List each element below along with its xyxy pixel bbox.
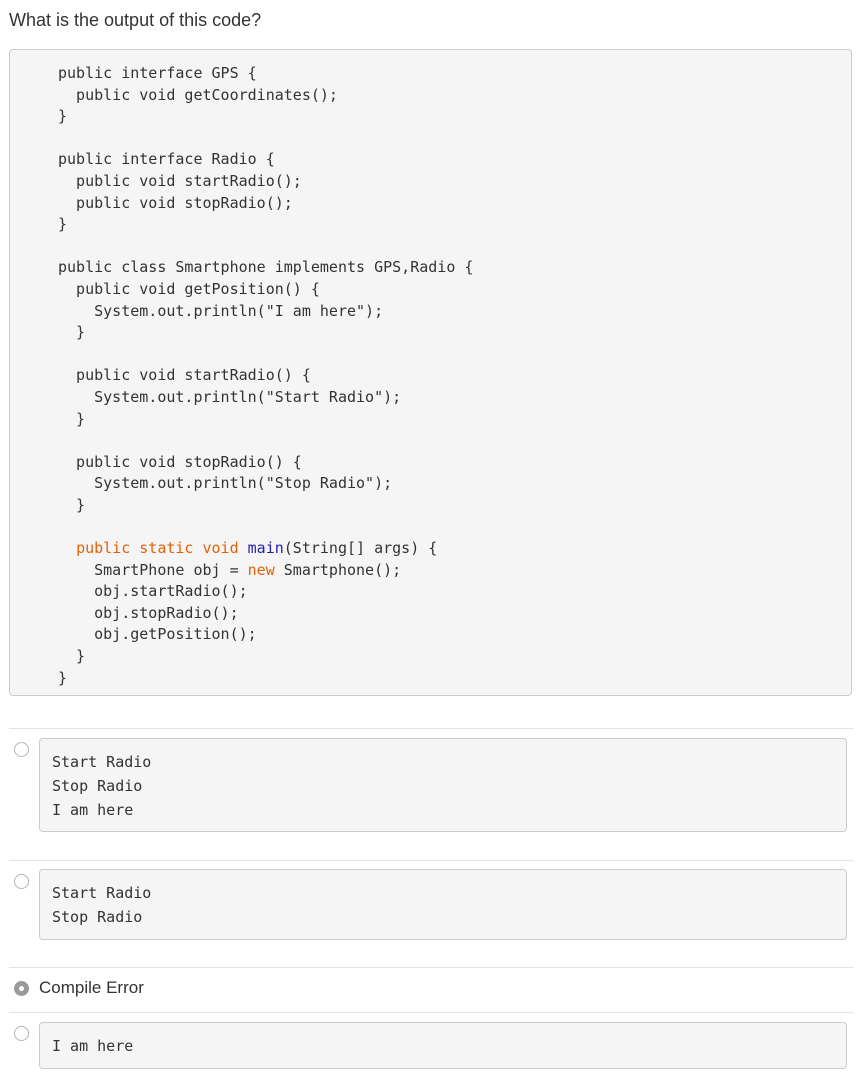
option-4-box[interactable]: I am here bbox=[39, 1022, 847, 1069]
option-3-label[interactable]: Compile Error bbox=[39, 978, 144, 997]
option-divider bbox=[9, 1012, 854, 1013]
code-line: obj.startRadio(); bbox=[58, 582, 248, 601]
code-line: System.out.println("I am here"); bbox=[58, 301, 384, 320]
code-block: public interface GPS { public void getCo… bbox=[9, 49, 852, 696]
option-divider bbox=[9, 728, 854, 729]
option-line: Start Radio bbox=[52, 884, 152, 902]
code-line: } bbox=[58, 495, 86, 514]
option-line: I am here bbox=[52, 1037, 134, 1055]
code-line bbox=[58, 430, 473, 452]
option-1-radio[interactable] bbox=[14, 742, 29, 757]
option-divider bbox=[9, 860, 854, 861]
code-line: } bbox=[58, 409, 86, 428]
code-line bbox=[58, 128, 473, 150]
code-line bbox=[58, 344, 473, 366]
code-line: } bbox=[58, 647, 86, 666]
code-line bbox=[58, 516, 473, 538]
code-line: public class Smartphone implements GPS,R… bbox=[58, 258, 474, 277]
code-line: public interface Radio { bbox=[58, 150, 275, 169]
code-lines: public interface GPS { public void getCo… bbox=[58, 63, 473, 689]
code-line: } bbox=[58, 215, 68, 234]
option-2-radio[interactable] bbox=[14, 874, 29, 889]
option-line: I am here bbox=[52, 801, 134, 819]
code-line: public void startRadio(); bbox=[58, 171, 302, 190]
code-line: System.out.println("Start Radio"); bbox=[58, 387, 402, 406]
option-3-radio[interactable] bbox=[14, 981, 29, 996]
code-line: } bbox=[58, 107, 68, 126]
code-line: } bbox=[58, 323, 86, 342]
option-line: Stop Radio bbox=[52, 777, 143, 795]
code-line: } bbox=[58, 668, 68, 687]
code-line: public void stopRadio(); bbox=[58, 193, 293, 212]
option-1-box[interactable]: Start Radio Stop Radio I am here bbox=[39, 738, 847, 832]
code-line: public void getPosition() { bbox=[58, 279, 320, 298]
option-4-radio[interactable] bbox=[14, 1026, 29, 1041]
code-line: public interface GPS { bbox=[58, 64, 257, 82]
option-line: Start Radio bbox=[52, 753, 152, 771]
code-line bbox=[58, 236, 473, 258]
option-divider bbox=[9, 967, 854, 968]
code-line: public void startRadio() { bbox=[58, 366, 311, 385]
code-line: public void stopRadio() { bbox=[58, 452, 302, 471]
question-text: What is the output of this code? bbox=[9, 10, 262, 30]
code-line: System.out.println("Stop Radio"); bbox=[58, 474, 393, 493]
option-2-box[interactable]: Start Radio Stop Radio bbox=[39, 869, 847, 940]
code-line: public void getCoordinates(); bbox=[58, 85, 338, 104]
code-line: public static void main(String[] args) { bbox=[76, 539, 438, 558]
code-line: obj.stopRadio(); bbox=[58, 603, 239, 622]
code-line: obj.getPosition(); bbox=[58, 625, 257, 644]
option-line: Stop Radio bbox=[52, 908, 143, 926]
code-line: SmartPhone obj = new Smartphone(); bbox=[58, 560, 402, 579]
